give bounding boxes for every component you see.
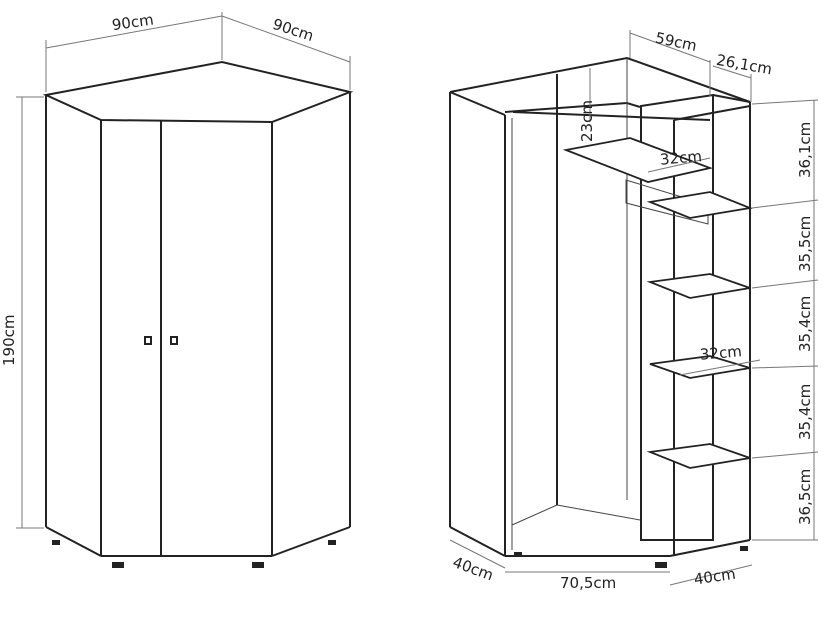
shelf-unit-width-label: 26,1cm bbox=[715, 51, 774, 78]
shelf-spacing-4: 35,4cm bbox=[796, 384, 814, 440]
width-left-label: 90cm bbox=[111, 10, 155, 34]
height-label: 190cm bbox=[0, 315, 18, 367]
foot bbox=[514, 552, 522, 557]
shelf bbox=[562, 137, 714, 183]
width-right-label: 90cm bbox=[270, 15, 315, 45]
shelf bbox=[649, 355, 751, 379]
door-handle-right bbox=[170, 336, 178, 345]
foot bbox=[740, 546, 748, 551]
foot bbox=[112, 562, 124, 568]
base-front-label: 70,5cm bbox=[560, 574, 616, 592]
shelf bbox=[646, 273, 751, 299]
open-wardrobe: 59cm 26,1cm 23cm 32cm 32cm 36,1cm 35,5cm… bbox=[449, 29, 819, 592]
foot bbox=[328, 540, 336, 545]
foot bbox=[52, 540, 60, 545]
rail-drop-label: 23cm bbox=[578, 100, 596, 142]
shelf-spacing-1: 36,1cm bbox=[796, 122, 814, 178]
foot bbox=[655, 562, 667, 568]
foot bbox=[252, 562, 264, 568]
base-right-label: 40cm bbox=[693, 565, 737, 589]
top-depth-label: 59cm bbox=[654, 29, 699, 55]
shelf bbox=[646, 443, 751, 469]
shelf-depth-top-label: 32cm bbox=[659, 147, 702, 169]
top-surface bbox=[42, 60, 354, 124]
door-handle-left bbox=[144, 336, 152, 345]
closed-wardrobe: 90cm 90cm 190cm bbox=[0, 10, 354, 568]
shelf-spacing-5: 36,5cm bbox=[796, 469, 814, 525]
shelf bbox=[646, 191, 754, 219]
shelf-spacing-2: 35,5cm bbox=[796, 216, 814, 272]
base-left-label: 40cm bbox=[450, 553, 496, 584]
shelf-depth-mid-label: 32cm bbox=[699, 342, 742, 364]
shelf-spacing-3: 35,4cm bbox=[796, 296, 814, 352]
